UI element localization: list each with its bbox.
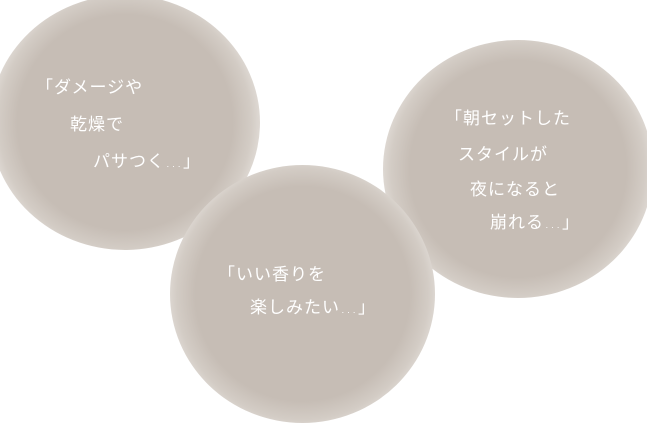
bubble-style-line-3: 夜になると xyxy=(470,180,560,200)
bubble-style-line-2: スタイルが xyxy=(458,145,548,165)
bubble-scent-line-1: 「いい香りを xyxy=(218,265,326,285)
bubble-damage-line-3: パサつく…」 xyxy=(93,152,201,172)
bubble-damage-line-2: 乾燥で xyxy=(70,115,124,135)
concern-bubble-scent xyxy=(170,165,435,423)
bubble-damage-line-1: 「ダメージや xyxy=(36,78,144,98)
bubble-style-line-4: 崩れる…」 xyxy=(490,213,580,233)
bubble-style-line-1: 「朝セットした xyxy=(445,109,571,129)
bubble-scent-line-2: 楽しみたい…」 xyxy=(250,298,376,318)
